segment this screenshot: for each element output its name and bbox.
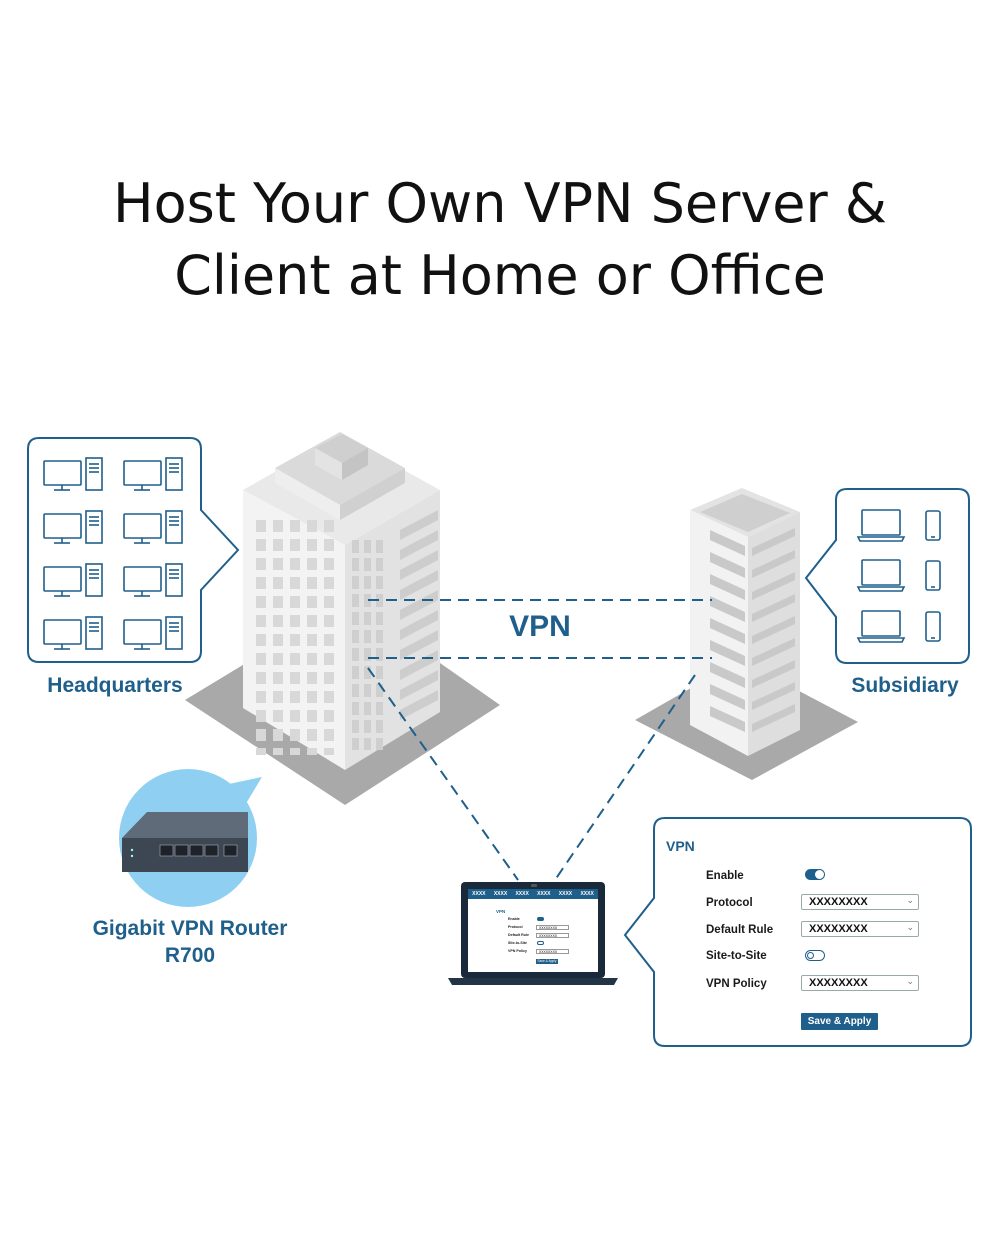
laptop-vpn-title: VPN [496,909,506,914]
site-to-site-label: Site-to-Site [706,950,767,962]
desktop-computer-icon [123,563,183,597]
laptop-row-label: Enable [508,917,520,921]
laptop-nav-item: XXXX [515,891,529,897]
laptop-protocol-select: XXXXXXXX [536,925,569,930]
vpn-policy-value: XXXXXXXX [809,977,868,989]
headquarters-callout [27,437,240,663]
laptop-enable-toggle [537,917,544,921]
desktop-computer-icon [43,563,103,597]
laptop-site-to-site-toggle [537,941,544,945]
laptop-save-button: Save & Apply [536,959,558,964]
laptop-row-label: VPN Policy [508,949,527,953]
smartphone-icon [925,560,941,591]
laptop-nav-item: XXXX [537,891,551,897]
laptop-row-label: Site-to-Site [508,941,527,945]
smartphone-icon [925,611,941,642]
headline-line-1: Host Your Own VPN Server & [112,172,888,235]
protocol-select[interactable]: XXXXXXXX ⌄ [801,894,919,910]
laptop-nav-item: XXXX [558,891,573,897]
site-to-site-toggle[interactable] [805,950,825,961]
subsidiary-building [690,488,800,756]
protocol-label: Protocol [706,897,753,909]
desktop-computer-icon [43,457,103,491]
vpn-tunnel-lines [367,599,712,881]
enable-label: Enable [706,870,744,882]
laptop-row-label: Protocol [508,925,523,929]
vpn-policy-select[interactable]: XXXXXXXX ⌄ [801,975,919,991]
desktop-computer-icon [123,510,183,544]
laptop-default-rule-select: XXXXXXXX [536,933,569,938]
laptop-nav-item: XXXX [580,891,594,897]
default-rule-select[interactable]: XXXXXXXX ⌄ [801,921,919,937]
laptop-vpn-policy-select: XXXXXXXX [536,949,569,954]
laptop-icon [856,610,906,643]
laptop-nav-item: XXXX [472,891,486,897]
chevron-down-icon: ⌄ [906,922,914,932]
vpn-panel-title: VPN [666,838,695,854]
vpn-policy-label: VPN Policy [706,978,767,990]
subsidiary-device-icons [856,509,941,643]
laptop-screen: XXXX XXXX XXXX XXXX XXXX XXXX VPN Enable… [468,889,598,972]
headquarters-building [243,432,440,770]
laptop-nav-bar: XXXX XXXX XXXX XXXX XXXX XXXX [468,889,598,899]
router-icon [122,812,248,872]
save-apply-button[interactable]: Save & Apply [801,1013,878,1030]
laptop-icon [856,509,906,542]
laptop-row-label: Default Rule [508,933,529,937]
desktop-computer-icon [43,510,103,544]
router-label: Gigabit VPN Router R700 [60,915,320,969]
desktop-computer-icon [123,616,183,650]
enable-toggle[interactable] [805,869,825,880]
laptop-icon [856,559,906,592]
subsidiary-label: Subsidiary [851,674,959,697]
router-model: R700 [164,944,216,967]
desktop-computer-icon [43,616,103,650]
headquarters-label: Headquarters [47,674,183,697]
vpn-settings-panel: VPN Enable Protocol XXXXXXXX ⌄ Default R… [653,818,971,1046]
chevron-down-icon: ⌄ [906,976,914,986]
desktop-computer-icon [123,457,183,491]
chevron-down-icon: ⌄ [906,895,914,905]
subsidiary-callout [804,488,970,664]
headline-line-2: Client at Home or Office [174,244,826,307]
smartphone-icon [925,510,941,541]
default-rule-value: XXXXXXXX [809,923,868,935]
hq-desktop-icons [43,457,183,650]
router-name: Gigabit VPN Router [92,917,288,940]
default-rule-label: Default Rule [706,924,774,936]
vpn-link-label: VPN [509,610,571,643]
laptop-nav-item: XXXX [493,891,508,897]
headline: Host Your Own VPN Server & Client at Hom… [0,168,1000,312]
protocol-value: XXXXXXXX [809,896,868,908]
